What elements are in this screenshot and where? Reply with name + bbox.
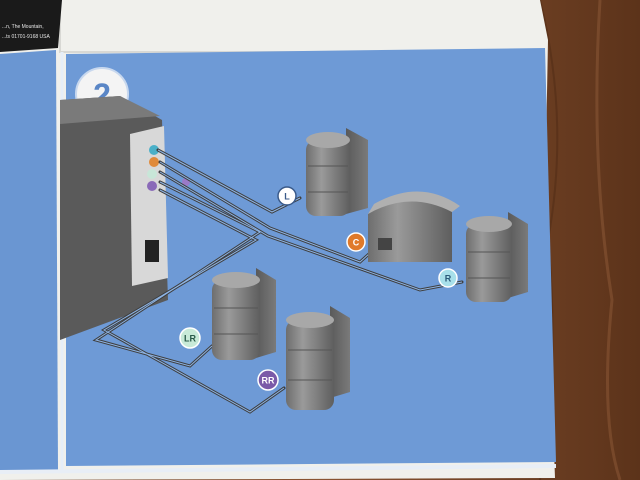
badge-lr: LR — [179, 327, 201, 349]
console-unit — [60, 96, 190, 340]
badge-l: L — [277, 186, 297, 206]
badge-l-text: L — [284, 192, 290, 202]
badge-rr: RR — [257, 369, 279, 391]
dark-corner-panel — [0, 0, 62, 52]
power-inlet — [145, 240, 159, 262]
center-speaker — [368, 191, 460, 262]
badge-lr-text: LR — [184, 334, 196, 344]
badge-c-text: C — [353, 238, 360, 248]
corner-print-line-1: ...n, The Mountain, — [2, 24, 44, 30]
badge-r: R — [438, 268, 458, 288]
badge-rr-text: RR — [262, 376, 275, 386]
blue-diagram-panel — [66, 48, 556, 466]
badge-c: C — [346, 232, 366, 252]
right-rear-speaker — [286, 306, 350, 410]
left-front-speaker — [306, 128, 368, 216]
corner-print-line-2: ...ts 01701-9168 USA — [2, 34, 50, 40]
left-rear-speaker — [212, 268, 276, 360]
right-front-speaker — [466, 212, 528, 302]
badge-r-text: R — [445, 274, 452, 284]
